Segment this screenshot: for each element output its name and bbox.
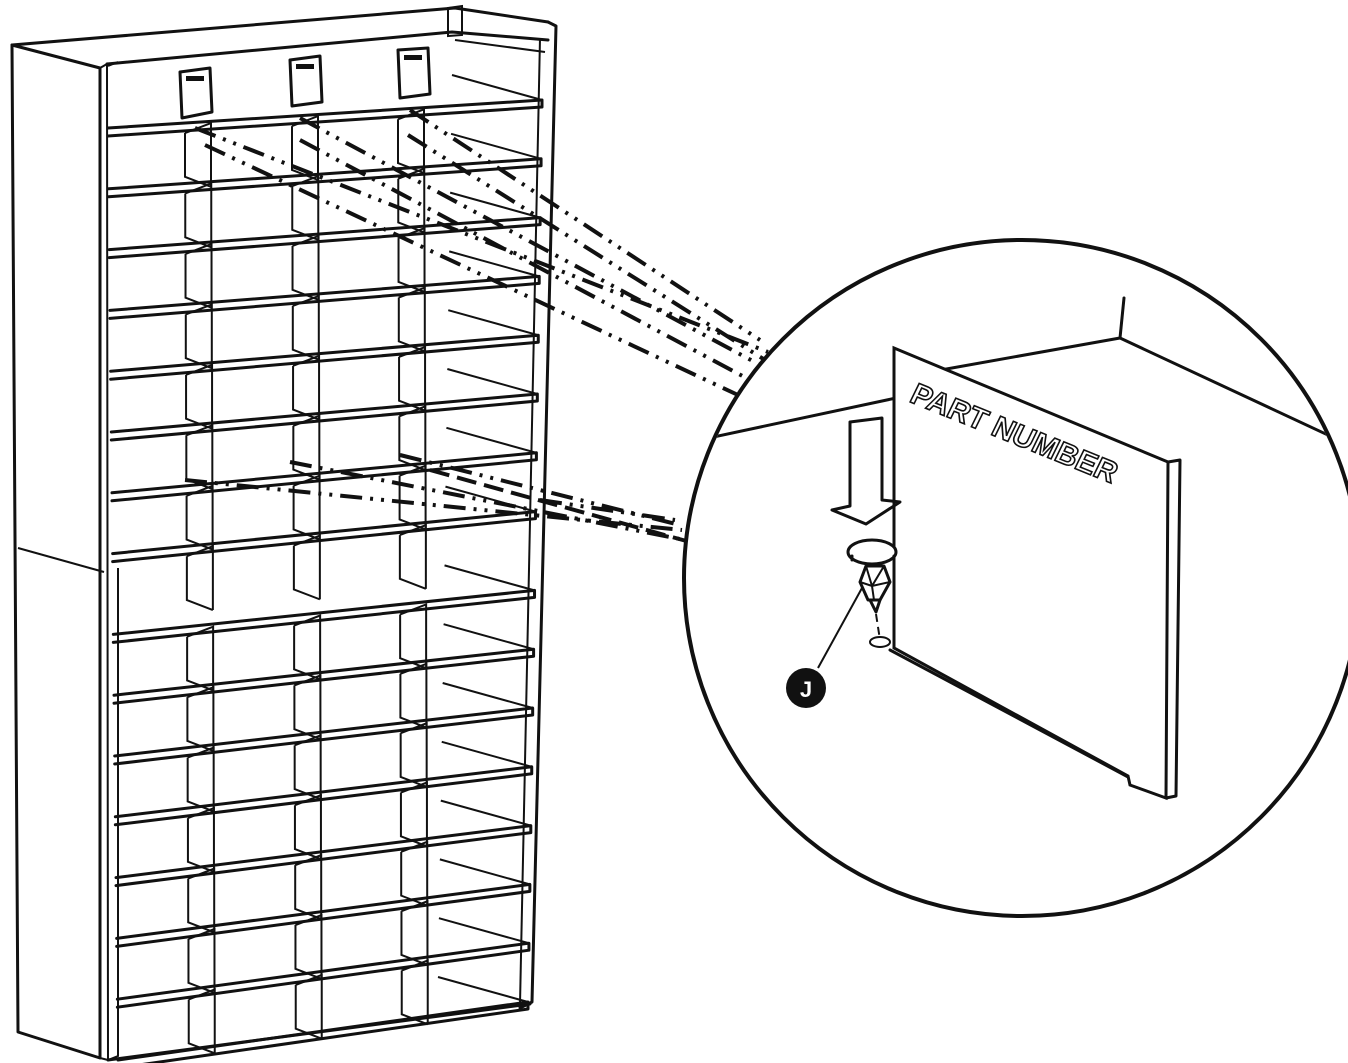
- shelf-divider-2-2: [291, 174, 320, 241]
- shelf-divider-2-1: [184, 182, 213, 249]
- shelf-back-edge-16: [437, 976, 529, 1003]
- shelf-divider-9-2: [293, 614, 322, 681]
- shelf-back-edge-8: [445, 485, 536, 513]
- top-label-dividers: [178, 46, 432, 120]
- shelf-10: [112, 647, 536, 705]
- shelf-divider-5-2: [292, 354, 321, 421]
- callout-letter: J: [800, 677, 812, 702]
- section-joint-line: [17, 547, 105, 573]
- cabinet-top: [10, 6, 550, 66]
- shelf-7: [110, 451, 538, 503]
- shelf-divider-6-2: [292, 414, 321, 481]
- shelf-divider-4-3: [397, 286, 426, 353]
- top-bracket: [447, 4, 546, 53]
- detail-shelf-edge: [688, 396, 898, 444]
- shelf-back-edge-7: [446, 426, 537, 454]
- shelf-divider-13-1: [187, 867, 216, 934]
- shelf-divider-14-2: [294, 913, 323, 980]
- shelf-back-edge-9: [444, 564, 535, 592]
- shelf-divider-12-2: [293, 793, 322, 860]
- shelf-divider-14-3: [400, 899, 429, 966]
- shelves-group: [106, 74, 544, 1063]
- shelf-divider-1-3: [397, 107, 425, 174]
- shelf-back-edge-14: [439, 858, 531, 886]
- shelf-divider-3-1: [184, 242, 213, 309]
- shelf-divider-9-3: [399, 602, 428, 670]
- shelf-back-edge-15: [438, 917, 530, 945]
- leader-lines: [184, 108, 769, 544]
- shelf-divider-3-3: [397, 226, 426, 293]
- shelf-8: [111, 510, 537, 564]
- shelf-15: [115, 941, 531, 1009]
- shelf-divider-1-1: [184, 121, 212, 188]
- shelf-divider-15-2: [294, 973, 323, 1040]
- dividers-group: [184, 107, 429, 1055]
- shelf-divider-15-3: [400, 959, 429, 1026]
- shelf-divider-8-3: [398, 523, 427, 590]
- shelf-divider-10-2: [293, 673, 322, 741]
- shelf-divider-2-3: [397, 167, 426, 234]
- shelf-divider-6-3: [398, 404, 427, 472]
- shelf-12: [113, 765, 534, 827]
- shelf-divider-13-3: [400, 840, 429, 907]
- label-divider-3: [396, 46, 432, 100]
- shelf-divider-5-3: [398, 345, 427, 412]
- shelf-divider-12-3: [399, 781, 428, 848]
- left-side-panel: [10, 43, 102, 1060]
- shelf-divider-4-2: [291, 294, 320, 361]
- shelf-4: [108, 274, 541, 320]
- shelf-13: [114, 824, 533, 888]
- shelf-divider-12-1: [186, 806, 215, 873]
- label-divider-2: [288, 54, 324, 108]
- detail-magnifier: PART NUMBER J: [682, 238, 1348, 918]
- shelf-6: [109, 392, 539, 442]
- shelf-divider-10-1: [186, 685, 215, 752]
- shelf-divider-11-3: [399, 721, 428, 788]
- shelf-divider-14-1: [187, 927, 216, 994]
- shelf-back-edge-11: [442, 682, 533, 709]
- shelf-divider-11-2: [293, 733, 322, 801]
- shelf-back-edge-10: [443, 623, 534, 651]
- shelf-divider-4-1: [184, 302, 213, 370]
- shelf-divider-7-1: [185, 484, 214, 551]
- shelf-14: [115, 882, 532, 948]
- label-divider-1: [178, 66, 214, 120]
- shelf-11: [113, 706, 535, 766]
- shelf-2: [107, 157, 543, 199]
- shelf-back-edge-2: [450, 132, 542, 160]
- shelf-divider-7-3: [398, 464, 427, 531]
- push-rivet-icon: [846, 538, 898, 648]
- shelf-back-edge-4: [448, 250, 540, 278]
- shelf-divider-11-1: [186, 746, 215, 813]
- shelf-divider-15-1: [187, 988, 216, 1055]
- shelf-divider-8-1: [185, 544, 214, 611]
- insert-arrow: [830, 416, 902, 526]
- shelf-divider-3-2: [291, 234, 320, 301]
- shelf-3: [107, 216, 542, 260]
- shelf-divider-5-1: [185, 363, 214, 430]
- callout-leader: [817, 587, 863, 669]
- shelf-back-edge-5: [447, 309, 539, 337]
- shelf-1: [106, 98, 544, 138]
- shelf-divider-13-2: [294, 853, 323, 920]
- shelf-divider-10-3: [399, 662, 428, 729]
- shelf-back-edge-3: [449, 191, 541, 219]
- shelf-back-edge-6: [447, 368, 538, 395]
- shelf-back-edge-12: [441, 740, 533, 768]
- shelf-divider-9-1: [186, 625, 215, 692]
- shelf-divider-8-2: [292, 534, 321, 601]
- shelf-back-edge-13: [440, 799, 532, 827]
- callout-badge-j: J: [786, 668, 826, 708]
- shelf-16: [116, 1000, 530, 1063]
- shelf-back-edge-1: [451, 74, 543, 101]
- shelf-9: [111, 588, 537, 644]
- shelf-divider-7-2: [292, 474, 321, 541]
- shelf-5: [109, 333, 540, 381]
- shelf-divider-1-2: [291, 114, 319, 181]
